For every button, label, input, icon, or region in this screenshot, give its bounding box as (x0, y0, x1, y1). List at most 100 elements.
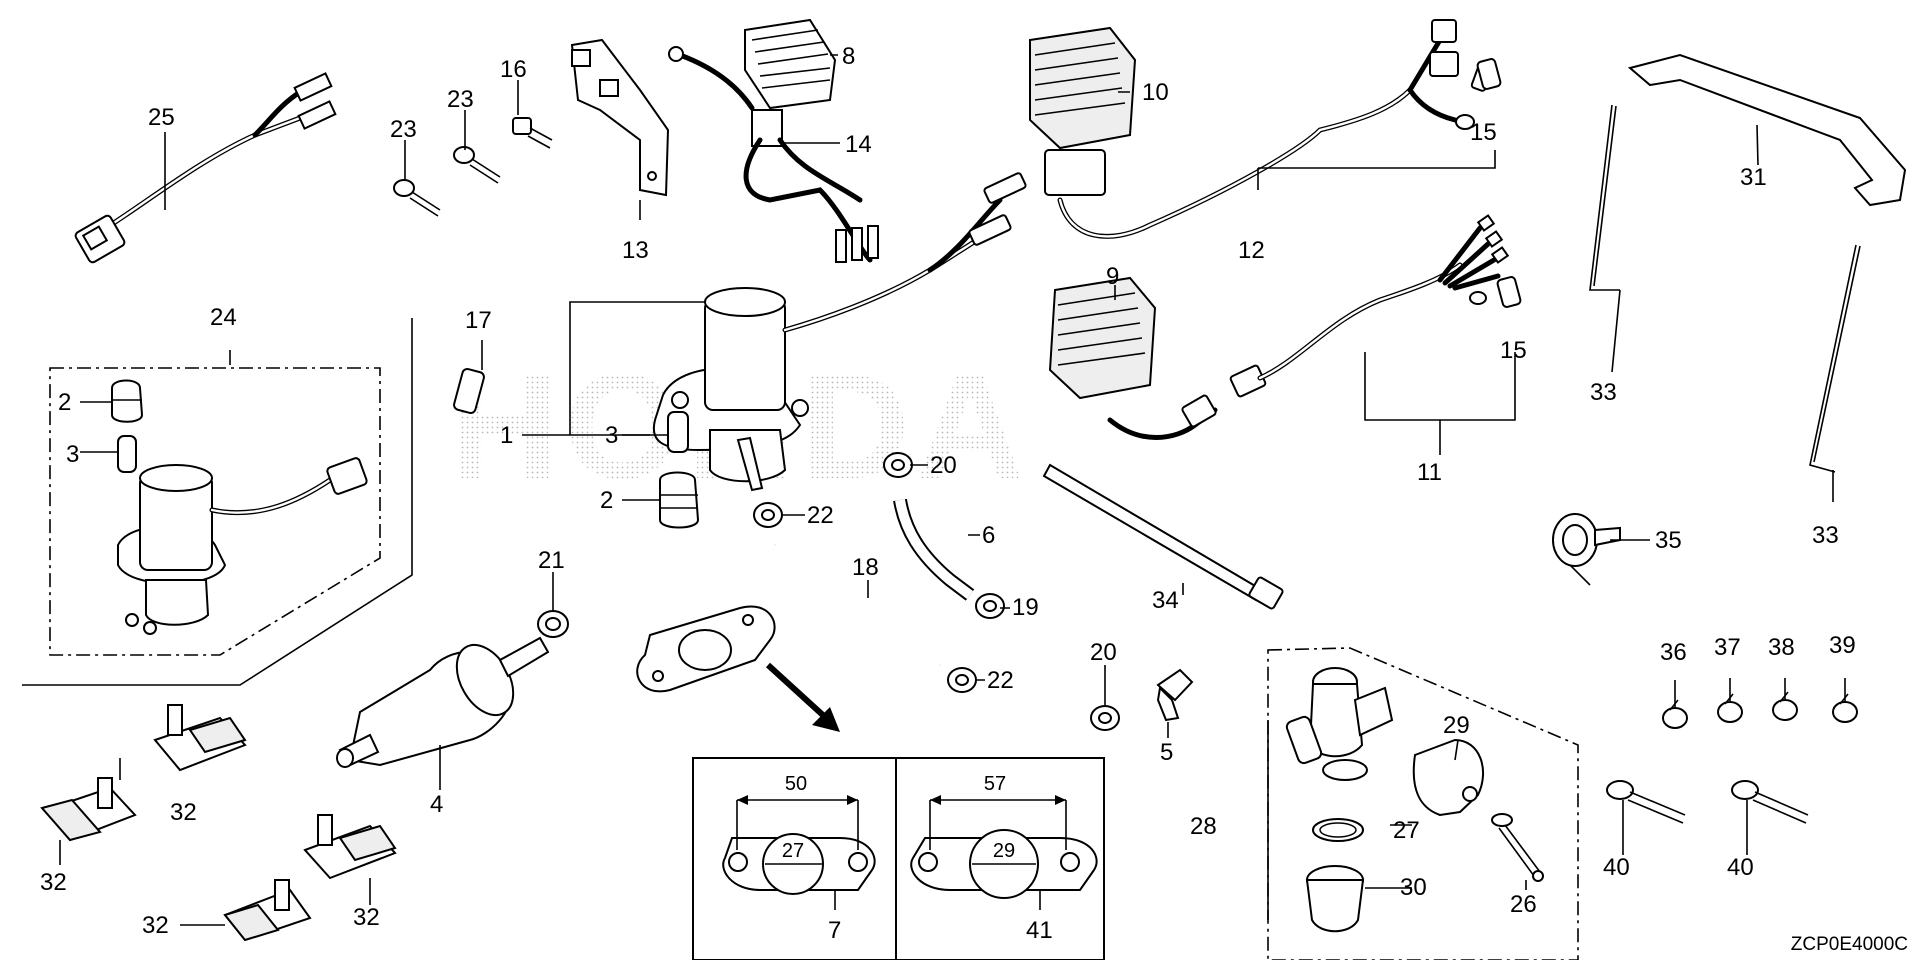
part-18-hose[interactable] (770, 543, 944, 669)
callout-21[interactable]: 21 (538, 547, 565, 574)
part-3-collar[interactable] (667, 411, 689, 453)
callout-32-c[interactable]: 32 (353, 904, 380, 931)
callout-26[interactable]: 26 (1510, 891, 1537, 918)
callout-31[interactable]: 31 (1740, 164, 1767, 191)
part-32-mount-a[interactable] (153, 704, 247, 772)
part-6-hose[interactable] (893, 498, 975, 601)
part-13-bracket[interactable] (570, 38, 670, 197)
callout-22-b[interactable]: 22 (987, 667, 1014, 694)
callout-23-a[interactable]: 23 (390, 116, 417, 143)
callout-10[interactable]: 10 (1142, 79, 1169, 106)
part-23-bolt-a[interactable] (393, 179, 441, 217)
part-40-bolt-b[interactable] (1731, 780, 1809, 824)
callout-24[interactable]: 24 (210, 304, 237, 331)
callout-39[interactable]: 39 (1829, 632, 1856, 659)
callout-27[interactable]: 27 (1393, 817, 1420, 844)
callout-13[interactable]: 13 (622, 237, 649, 264)
callout-1[interactable]: 1 (500, 422, 513, 449)
callout-37[interactable]: 37 (1714, 634, 1741, 661)
callout-29[interactable]: 29 (1443, 712, 1470, 739)
part-20-clamp-b[interactable] (1090, 705, 1120, 731)
callout-33-a[interactable]: 33 (1590, 379, 1617, 406)
part-34-long-bolt[interactable] (1042, 463, 1284, 610)
callout-4[interactable]: 4 (430, 791, 443, 818)
part-7-gasket[interactable] (636, 605, 776, 693)
callout-20-b[interactable]: 20 (1090, 639, 1117, 666)
callout-18[interactable]: 18 (852, 554, 879, 581)
part-16-bolt[interactable] (512, 117, 553, 149)
part-26-screw[interactable] (1491, 813, 1544, 882)
part-10-regulator[interactable] (1029, 26, 1137, 196)
part-22-clamp-a[interactable] (753, 502, 783, 528)
callout-17[interactable]: 17 (465, 307, 492, 334)
callout-32-b[interactable]: 32 (40, 869, 67, 896)
callout-30[interactable]: 30 (1400, 874, 1427, 901)
callout-6[interactable]: 6 (982, 522, 995, 549)
part-32-mount-d[interactable] (223, 879, 312, 942)
callout-14[interactable]: 14 (845, 131, 872, 158)
part-29-lever[interactable] (1412, 738, 1485, 817)
callout-33-b[interactable]: 33 (1812, 522, 1839, 549)
callout-20-a[interactable]: 20 (930, 452, 957, 479)
part-30-strainer-cup[interactable] (1305, 865, 1365, 933)
part-22-clamp-b[interactable] (947, 667, 977, 693)
callout-11[interactable]: 11 (1417, 459, 1442, 486)
part-8-heatsink[interactable] (744, 18, 837, 110)
callout-15-b[interactable]: 15 (1500, 337, 1527, 364)
part-3-collar-inset[interactable] (117, 435, 137, 473)
part-17-pin[interactable] (453, 367, 485, 415)
part-35-clamp[interactable] (1552, 513, 1621, 586)
callout-40-a[interactable]: 40 (1603, 854, 1630, 881)
callout-32-a[interactable]: 32 (170, 799, 197, 826)
callout-34[interactable]: 34 (1152, 587, 1179, 614)
part-19-clamp[interactable] (975, 593, 1005, 619)
gasket-dimensions: 50 27 57 29 (782, 773, 1015, 862)
callout-3[interactable]: 3 (605, 422, 618, 449)
part-15-sleeve-a[interactable] (1476, 58, 1502, 90)
part-15-sleeve-b[interactable] (1496, 276, 1522, 308)
callout-28[interactable]: 28 (1190, 813, 1217, 840)
callout-36[interactable]: 36 (1660, 639, 1687, 666)
part-2-grommet[interactable] (659, 471, 700, 529)
part-21-clamp[interactable] (537, 610, 569, 638)
part-40-bolt-a[interactable] (1606, 780, 1686, 824)
callout-32-d[interactable]: 32 (142, 912, 169, 939)
callout-16[interactable]: 16 (500, 56, 527, 83)
part-11-harness[interactable] (1107, 214, 1510, 440)
callout-40-b[interactable]: 40 (1727, 854, 1754, 881)
part-25-wire-harness[interactable] (74, 72, 337, 264)
callout-38[interactable]: 38 (1768, 634, 1795, 661)
callout-22-a[interactable]: 22 (807, 502, 834, 529)
callout-25[interactable]: 25 (148, 104, 175, 131)
part-28-fuel-valve[interactable] (1285, 667, 1394, 781)
callout-8[interactable]: 8 (842, 43, 855, 70)
part-32-mount-b[interactable] (40, 777, 137, 842)
callout-15-a[interactable]: 15 (1470, 119, 1497, 146)
part-2-grommet-inset[interactable] (111, 379, 144, 423)
callout-3-inset[interactable]: 3 (66, 441, 79, 468)
part-23-bolt-b[interactable] (453, 146, 501, 184)
callout-5[interactable]: 5 (1160, 739, 1173, 766)
callout-35[interactable]: 35 (1655, 527, 1682, 554)
callout-2-inset[interactable]: 2 (58, 389, 71, 416)
part-33-rod-b[interactable] (1809, 244, 1861, 473)
part-4-fuel-filter[interactable] (336, 635, 550, 768)
part-20-clamp-a[interactable] (883, 452, 913, 478)
part-32-mount-c[interactable] (303, 814, 397, 880)
part-24-pump[interactable] (117, 457, 368, 635)
part-5-joint[interactable] (1156, 668, 1194, 722)
callout-19[interactable]: 19 (1012, 594, 1039, 621)
callout-2[interactable]: 2 (600, 487, 613, 514)
part-1-fuel-pump[interactable] (652, 172, 1027, 492)
part-36-clip[interactable] (1662, 699, 1688, 729)
part-27-o-ring[interactable] (1312, 818, 1364, 842)
callout-41[interactable]: 41 (1026, 917, 1053, 944)
part-33-rod-a[interactable] (1589, 104, 1620, 291)
part-14-harness[interactable] (668, 46, 879, 263)
callout-9[interactable]: 9 (1106, 263, 1119, 290)
callout-23-b[interactable]: 23 (447, 86, 474, 113)
part-9-regulator[interactable] (1048, 276, 1157, 400)
callout-12[interactable]: 12 (1238, 237, 1265, 264)
callout-7[interactable]: 7 (828, 917, 841, 944)
part-31-bracket[interactable] (1627, 53, 1907, 207)
